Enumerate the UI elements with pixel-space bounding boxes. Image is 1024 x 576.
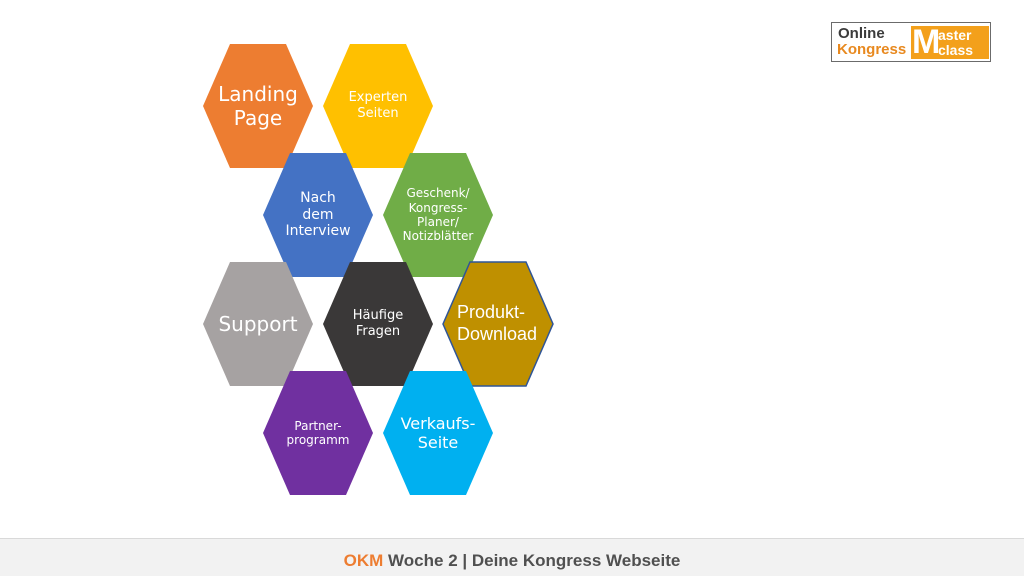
logo-masterclass-box: M aster class bbox=[911, 23, 989, 61]
hex-partnerprogramm[interactable] bbox=[263, 371, 373, 495]
hex-nach-dem-interview[interactable] bbox=[263, 153, 373, 277]
logo-word-class: class bbox=[938, 42, 974, 58]
footer-title: OKM Woche 2 | Deine Kongress Webseite bbox=[0, 551, 1024, 571]
hex-produkt-download[interactable] bbox=[442, 261, 554, 387]
hex-experten-seiten[interactable] bbox=[323, 44, 433, 168]
logo-letter-m: M bbox=[912, 23, 941, 61]
footer-subtitle: Woche 2 | Deine Kongress Webseite bbox=[383, 551, 681, 570]
logo-word-online: Online bbox=[838, 25, 885, 42]
hex-support[interactable] bbox=[203, 262, 313, 386]
footer-accent-okm: OKM bbox=[343, 551, 384, 570]
hex-landing-page[interactable] bbox=[203, 44, 313, 168]
hex-haeufige-fragen[interactable] bbox=[323, 262, 433, 386]
logo-word-aster: aster bbox=[938, 27, 972, 43]
hex-geschenk-planer[interactable] bbox=[383, 153, 493, 277]
okm-logo: Online Kongress M aster class bbox=[831, 22, 991, 62]
slide-footer: OKM Woche 2 | Deine Kongress Webseite bbox=[0, 538, 1024, 576]
hex-verkaufs-seite[interactable] bbox=[383, 371, 493, 495]
logo-word-kongress: Kongress bbox=[837, 41, 907, 58]
